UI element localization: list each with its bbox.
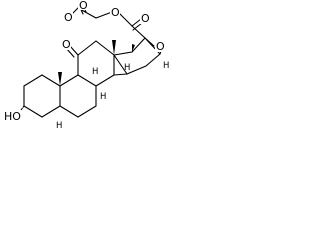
- h-c14-label: H: [124, 63, 130, 73]
- ester-link-oxygen-label: O: [111, 6, 120, 19]
- h-c16-label: H: [163, 61, 169, 71]
- atom-labels: O O O O O O HO H H H H H: [3, 0, 169, 131]
- bond-skeleton: [17, 2, 163, 118]
- hydroxyl-label: HO: [4, 110, 21, 123]
- epoxide-oxygen-label: O: [156, 40, 165, 53]
- ketone20-oxygen-label: O: [141, 12, 150, 25]
- h-c9-label: H: [92, 67, 98, 77]
- ester-oxygen-label: O: [64, 11, 73, 24]
- ketone11-oxygen-label: O: [62, 38, 71, 51]
- h-c5-label: H: [56, 121, 62, 131]
- h-c8-label: H: [100, 92, 106, 102]
- acetyl-carbonyl-oxygen-label: O: [79, 0, 88, 12]
- structure-diagram: O O O O O O HO H H H H H: [3, 0, 169, 131]
- stereo-wedges: [58, 40, 135, 86]
